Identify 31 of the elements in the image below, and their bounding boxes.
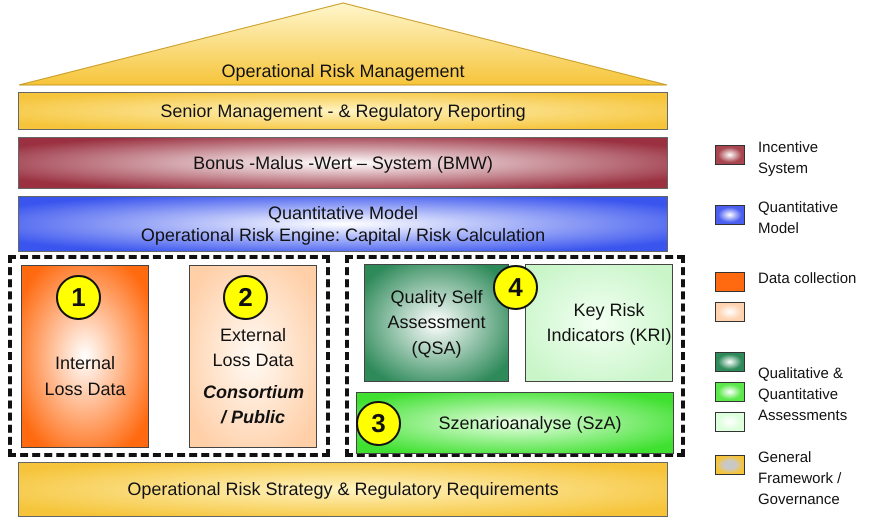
banner-bar	[18, 462, 668, 517]
box-label: Szenarioanalyse (SzA)	[438, 412, 622, 434]
banner-bar	[18, 92, 668, 130]
banner-bar	[18, 137, 668, 189]
legend-label: Incentive System	[758, 138, 820, 179]
box-label: Senior Management - & Regulatory Reporting	[160, 100, 526, 122]
number-badge: 2	[223, 275, 268, 320]
pillar-box	[189, 265, 317, 448]
number-badge: 1	[56, 275, 101, 320]
box-label: Operational Risk Strategy & Regulatory Requirements	[127, 478, 559, 501]
box-sublabel: Operational Risk Engine: Capital / Risk Calculation	[140, 224, 546, 246]
dashed-frame	[345, 255, 685, 457]
pillar-box	[356, 392, 674, 454]
pillar-box	[525, 264, 673, 382]
box-label: Bonus -Malus -Wert – System (BMW)	[193, 152, 493, 174]
number-badge: 3	[356, 401, 401, 446]
dashed-frame	[8, 255, 330, 457]
legend-label: Qualitative & Quantitative Assessments	[758, 364, 848, 426]
legend-label: Data collection	[758, 269, 858, 289]
box-label: Key Risk Indicators (KRI)	[545, 298, 672, 347]
legend-label: General Framework / Governance	[758, 448, 842, 510]
legend-label: Quantitative Model	[758, 198, 840, 239]
roof-title: Operational Risk Management	[221, 60, 465, 82]
box-label: Quantitative Model	[268, 202, 418, 224]
box-label: Quality Self Assessment (QSA)	[386, 286, 487, 360]
pillar-box	[364, 264, 509, 382]
box-label: Internal Loss Data	[43, 352, 127, 400]
pillar-box	[21, 265, 149, 448]
box-label: External Loss Data	[211, 324, 295, 372]
banner-bar	[18, 196, 668, 252]
box-sublabel: Consortium / Public	[203, 380, 303, 429]
